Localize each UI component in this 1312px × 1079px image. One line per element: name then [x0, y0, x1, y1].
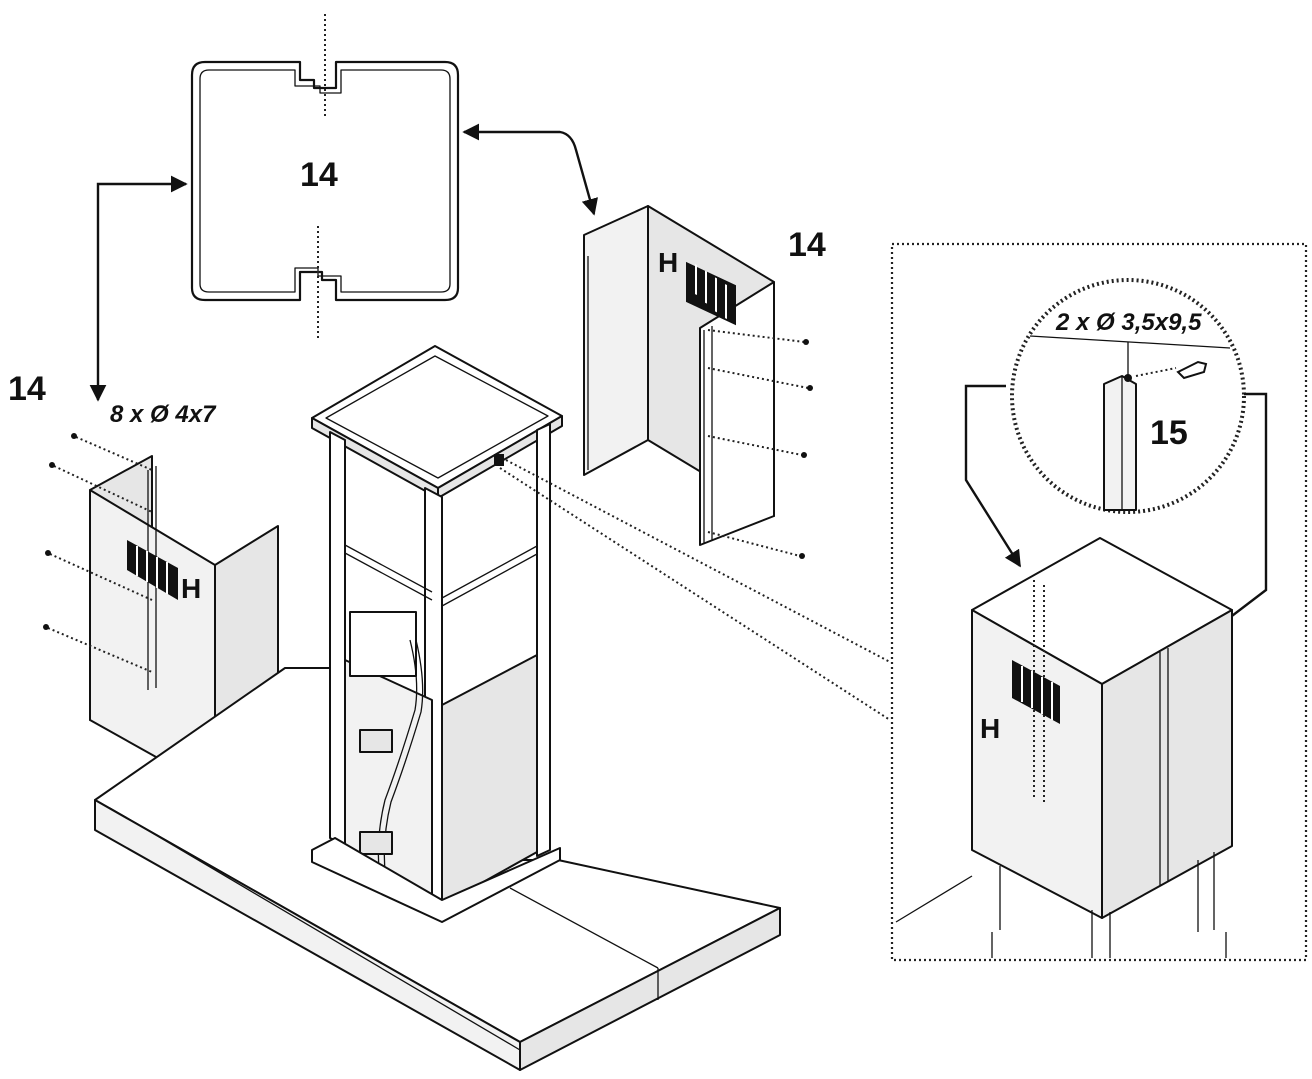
screw-icon — [807, 385, 813, 391]
screw-icon — [45, 550, 51, 556]
detail-box — [890, 242, 1308, 962]
screw-spec-left: 8 x Ø 4x7 — [110, 401, 217, 428]
detail-magnifier — [1010, 278, 1246, 514]
chimney-frame — [311, 345, 563, 923]
screw-icon — [71, 433, 77, 439]
screw-hole-icon — [494, 454, 504, 466]
assembled-chimney-detail — [895, 537, 1233, 958]
arrow-left-panel — [89, 175, 188, 402]
screw-icon — [803, 339, 809, 345]
screw-icon — [49, 462, 55, 468]
mark-h-left: H — [181, 573, 201, 604]
cable-clamp — [359, 729, 393, 753]
part-number-top: 14 — [300, 156, 338, 194]
vent-grille-left — [127, 540, 178, 600]
part-number-detail: 15 — [1150, 414, 1188, 452]
electrical-box — [349, 611, 417, 677]
part-number-left: 14 — [8, 370, 46, 408]
part-number-right: 14 — [788, 226, 826, 264]
screw-icon — [801, 452, 807, 458]
cable-clamp — [359, 831, 393, 855]
chimney-cross-section — [190, 14, 460, 338]
mark-h-right: H — [658, 247, 678, 278]
vent-grille-right — [686, 261, 736, 326]
hood-base — [94, 667, 781, 1071]
arrow-right-panel — [462, 123, 598, 216]
screw-icon — [799, 553, 805, 559]
screw-icon — [43, 624, 49, 630]
screw-icon — [1176, 360, 1208, 380]
mark-h-detail: H — [980, 713, 1000, 744]
screw-spec-detail: 2 x Ø 3,5x9,5 — [1055, 309, 1202, 336]
arrow-detail-left — [964, 384, 1022, 568]
vent-grille-detail — [1012, 660, 1060, 724]
right-chimney-panel — [583, 205, 813, 559]
